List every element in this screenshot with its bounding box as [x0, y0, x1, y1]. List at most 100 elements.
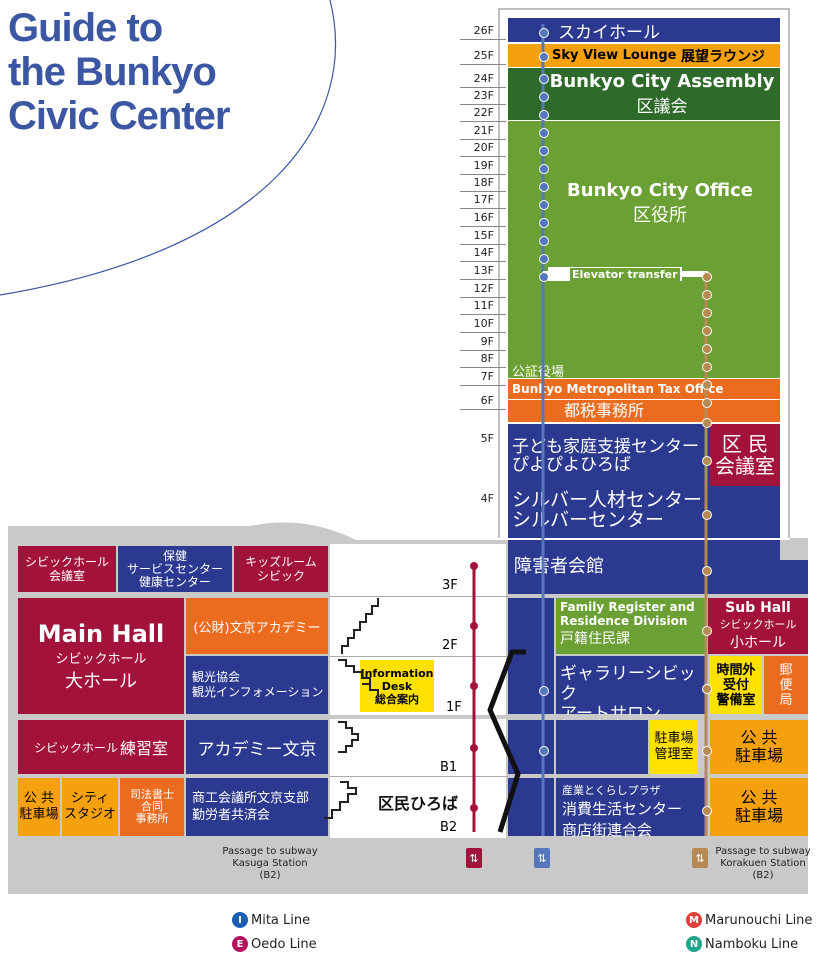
floor-tick: [460, 350, 506, 351]
info-en-1: Information: [360, 666, 434, 680]
kids-2: シビック: [256, 569, 305, 583]
title-line-1: Guide to: [8, 6, 163, 50]
shogai-label: 障害者会館: [514, 556, 604, 577]
floor-tick: [460, 87, 506, 88]
brown-elevator-stop: [702, 290, 712, 300]
health-center: 保健 サービスセンター 健康センター: [118, 546, 232, 592]
brown-elevator-stop: [702, 380, 712, 390]
namboku-label: Namboku Line: [705, 936, 799, 952]
main-hall-en: Main Hall: [37, 619, 165, 648]
blue-elevator-stop: [539, 746, 549, 756]
floor-label-4f: 4F: [480, 492, 494, 505]
tower-frame: [498, 8, 790, 538]
family-en-2: Residence Division: [560, 614, 688, 628]
korakuen-3: (B2): [752, 870, 774, 881]
city-office-floors: [508, 121, 780, 361]
tax-office-en: Bunkyo Metropolitan Tax Office: [508, 379, 780, 399]
civic-conference-room: シビックホール 会議室: [18, 546, 116, 592]
chamber-of-commerce: 商工会議所文京支部 勤労者共済会: [186, 778, 328, 836]
floor-label-15f: 15F: [473, 229, 494, 242]
disability-center: 障害者会館: [508, 540, 780, 594]
city-assembly: Bunkyo City Assembly 区議会: [508, 68, 780, 120]
public-park-b1-2: 駐車場: [734, 746, 783, 765]
subhall-jp-2: 小ホール: [730, 635, 786, 651]
tax-office-jp: 都税事務所: [508, 400, 780, 422]
kasuga-3: (B2): [259, 870, 281, 881]
hoken-2: サービスセンター: [126, 561, 223, 576]
floor-label-20f: 20F: [473, 141, 494, 154]
subhall-jp-1: シビックホール: [719, 618, 797, 631]
brown-elevator-stop: [702, 398, 712, 408]
main-hall-jp-2: 大ホール: [65, 670, 137, 692]
korakuen-1: Passage to subway: [715, 846, 811, 857]
divider-2f: [330, 596, 508, 597]
brown-elevator-stop: [702, 806, 712, 816]
blue-elevator-stop: [539, 110, 549, 120]
oedo-label: Oedo Line: [251, 936, 317, 952]
floor-tick: [460, 191, 506, 192]
after-hours-desk: 時間外 受付 警備室: [710, 656, 762, 714]
silver-2: シルバーセンター: [512, 509, 665, 531]
title-line-2: the Bunkyo: [8, 50, 217, 94]
family-register: Family Register and Residence Division 戸…: [556, 598, 706, 654]
sky-hall: スカイホール: [508, 18, 780, 43]
title-line-3: Civic Center: [8, 94, 230, 138]
red-elevator-stop: [470, 682, 478, 690]
ground-line: [8, 715, 808, 719]
brown-elevator-stop: [702, 326, 712, 336]
passage-kasuga: Passage to subway Kasuga Station (B2): [200, 846, 340, 882]
transfer-label: Elevator transfer: [572, 268, 678, 281]
brown-elevator-stop: [702, 308, 712, 318]
blue-elevator-stop: [539, 52, 549, 62]
elevator-icon-red[interactable]: ⇅: [466, 848, 482, 868]
blue-elevator-stop: [539, 74, 549, 84]
brown-elevator-stop: [702, 510, 712, 520]
main-hall: Main Hall シビックホール 大ホール: [18, 598, 184, 714]
floor-tick: [460, 367, 506, 368]
kanko-1: 観光協会: [192, 670, 241, 684]
brown-elevator-stop: [702, 684, 712, 694]
shiho-2: 合同: [141, 800, 163, 813]
floor-tick: [460, 208, 506, 209]
city-office: Bunkyo City Office 区役所: [560, 175, 760, 231]
academy-office: (公財)文京アカデミー: [186, 598, 328, 654]
elevator-icon-blue[interactable]: ⇅: [534, 848, 550, 868]
elevator-transfer: Elevator transfer: [570, 268, 680, 281]
blue-elevator-stop: [539, 200, 549, 210]
floor-tick: [460, 139, 506, 140]
floor-label-5f: 5F: [480, 432, 494, 445]
elevator-icon-brown[interactable]: ⇅: [692, 848, 708, 868]
floor-label-25f: 25F: [473, 49, 494, 62]
korakuen-2: Korakuen Station: [720, 858, 806, 869]
public-park-b1-1: 公 共: [740, 728, 778, 747]
blue-elevator-stop: [539, 218, 549, 228]
city-studio: シティ スタジオ: [62, 778, 118, 836]
kumin-kaigishitsu: 区 民 会議室: [710, 424, 780, 486]
floor-tick: [460, 174, 506, 175]
lounge-en: Sky View Lounge: [552, 48, 677, 63]
brown-elevator-stop: [702, 362, 712, 372]
mita-label: Mita Line: [251, 912, 311, 928]
jikangai-1: 時間外: [716, 662, 756, 678]
kumin-2: 会議室: [715, 454, 775, 478]
city-studio-1: シティ: [70, 791, 110, 806]
blue-elevator-stop: [539, 28, 549, 38]
gallery-civic: ギャラリーシビック アートサロン: [556, 656, 706, 724]
information-desk[interactable]: Information Desk 総合案内: [360, 660, 434, 712]
floor-label-24f: 24F: [473, 72, 494, 85]
kumin-hiroba: 区民ひろば: [378, 790, 458, 814]
judicial-scriveners: 司法書士 合同 事務所: [120, 778, 184, 836]
public-park-b2-2: 駐車場: [734, 806, 783, 825]
yubin-2: 便: [779, 677, 793, 693]
floor-tick: [460, 39, 506, 40]
shiho-1: 司法書士: [130, 788, 174, 801]
post-office: 郵 便 局: [764, 656, 808, 714]
divider-b2: [330, 776, 508, 777]
practice-small: シビックホール: [33, 740, 118, 755]
floor-tick: [460, 297, 506, 298]
floor-tick: [460, 409, 506, 410]
